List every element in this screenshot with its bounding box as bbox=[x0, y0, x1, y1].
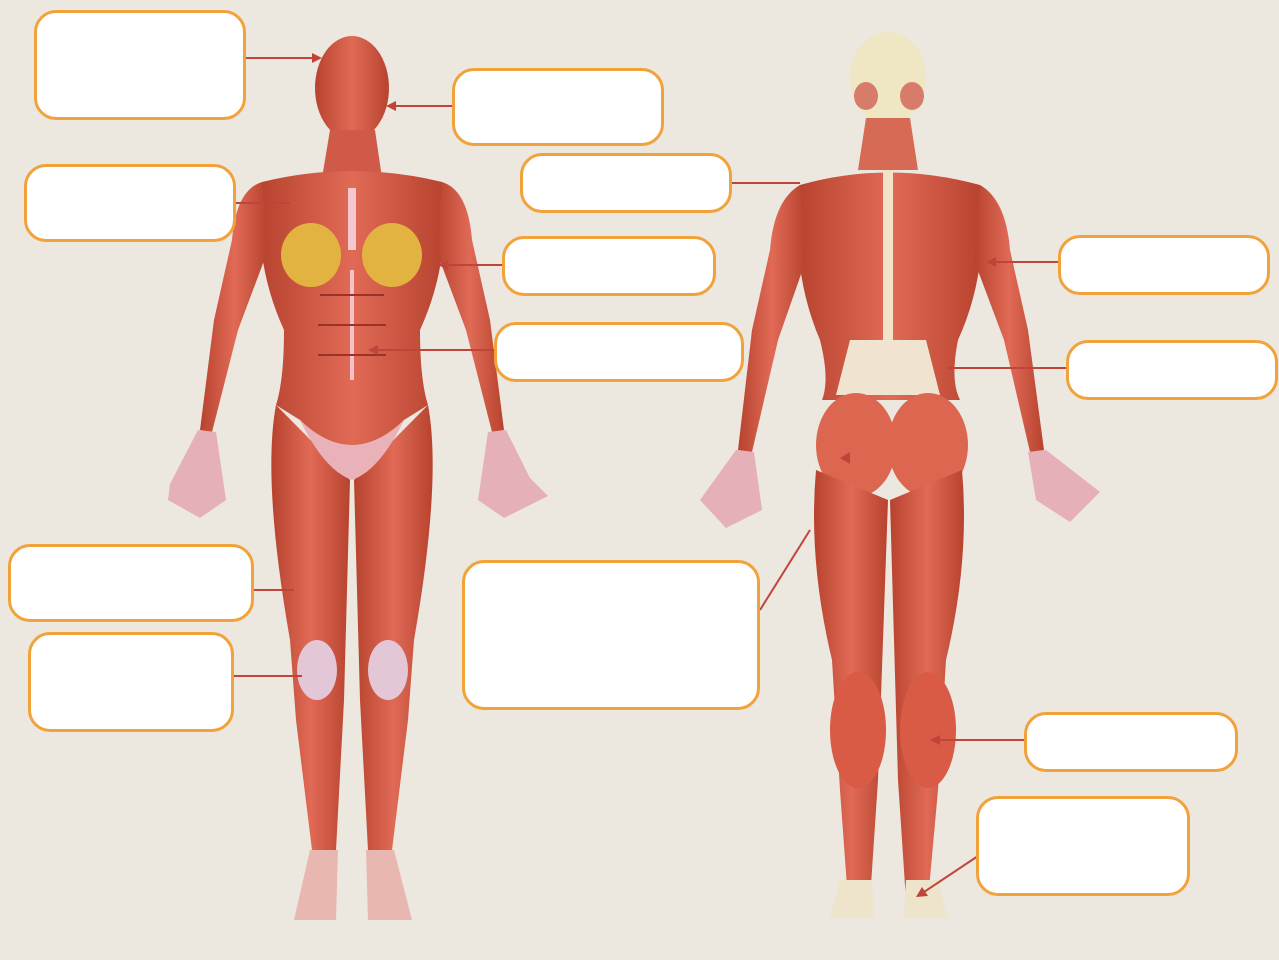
label-box-achilles[interactable] bbox=[976, 796, 1190, 896]
label-box-quadriceps[interactable] bbox=[8, 544, 254, 622]
front-hand-right bbox=[478, 430, 548, 518]
front-foot-right bbox=[366, 850, 412, 920]
label-box-gastrocnemius[interactable] bbox=[1024, 712, 1238, 772]
front-hand-left bbox=[168, 430, 226, 518]
back-hand-right bbox=[1028, 450, 1100, 522]
front-foot-left bbox=[294, 850, 338, 920]
posterior-figure bbox=[700, 32, 1100, 918]
label-box-patella[interactable] bbox=[28, 632, 234, 732]
back-calf-left bbox=[830, 672, 886, 788]
front-arm-right bbox=[436, 182, 504, 432]
back-neck bbox=[858, 118, 918, 170]
label-box-masseter[interactable] bbox=[452, 68, 664, 146]
back-head bbox=[850, 32, 926, 124]
label-box-gluteus-hamstrings[interactable] bbox=[462, 560, 760, 710]
front-knee-right bbox=[368, 640, 408, 700]
back-calf-right bbox=[900, 672, 956, 788]
back-ear-right bbox=[900, 82, 924, 110]
front-breast-right bbox=[362, 223, 422, 287]
back-arm-right bbox=[974, 185, 1044, 452]
back-lumbar-fascia bbox=[836, 340, 940, 395]
front-head bbox=[315, 36, 389, 140]
label-box-frontalis[interactable] bbox=[34, 10, 246, 120]
back-hand-left bbox=[700, 450, 762, 528]
back-foot-left bbox=[830, 880, 874, 918]
label-box-trapezius[interactable] bbox=[520, 153, 732, 213]
label-box-latissimus[interactable] bbox=[1066, 340, 1278, 400]
label-box-deltoid[interactable] bbox=[1058, 235, 1270, 295]
front-breast-left bbox=[281, 223, 341, 287]
label-box-rectus-abdominis[interactable] bbox=[494, 322, 744, 382]
label-box-biceps[interactable] bbox=[502, 236, 716, 296]
back-arm-left bbox=[738, 185, 806, 452]
back-foot-right bbox=[904, 880, 948, 918]
front-neck bbox=[322, 130, 382, 178]
back-ear-left bbox=[854, 82, 878, 110]
label-box-pectoralis[interactable] bbox=[24, 164, 236, 242]
front-knee-left bbox=[297, 640, 337, 700]
